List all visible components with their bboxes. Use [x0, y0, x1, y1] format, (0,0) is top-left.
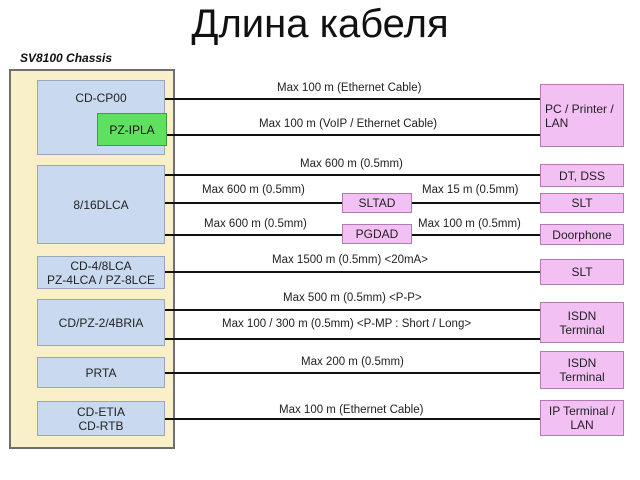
terminal-dt-dss: DT, DSS: [540, 164, 624, 187]
terminal-slt-2: SLT: [540, 259, 624, 285]
terminal-slt2-label: SLT: [571, 265, 593, 279]
label-ethernet-etia: Max 100 m (Ethernet Cable): [279, 404, 424, 416]
label-isdn-pmp: Max 100 / 300 m (0.5mm) <P-MP : Short / …: [222, 318, 472, 330]
label-sltad-600m: Max 600 m (0.5mm): [202, 184, 305, 196]
terminal-ip-line1: IP Terminal /: [548, 404, 616, 418]
cable-line-bria-isdn-pmp: [165, 338, 540, 340]
cable-line-lca-slt: [165, 271, 540, 273]
card-lca: CD-4/8LCA PZ-4LCA / PZ-8LCE: [37, 256, 165, 289]
terminal-isdn1-line1: ISDN: [567, 308, 597, 323]
terminal-isdn2-line2: Terminal: [559, 370, 605, 384]
cable-line-dlca-sltad: [165, 202, 342, 204]
cable-line-dlca-dtdss: [165, 174, 540, 176]
card-prta: PRTA: [37, 357, 165, 388]
card-pz-ipla: PZ-IPLA: [97, 113, 167, 146]
label-pgdad-600m: Max 600 m (0.5mm): [204, 218, 307, 230]
adapter-pgdad-label: PGDAD: [355, 227, 399, 241]
page-title: Длина кабеля: [191, 2, 449, 46]
terminal-ip-line2: LAN: [570, 418, 594, 432]
label-voip-ethernet: Max 100 m (VoIP / Ethernet Cable): [259, 118, 438, 130]
label-doorphone-100m: Max 100 m (0.5mm): [418, 218, 521, 230]
card-prta-label: PRTA: [85, 365, 117, 380]
adapter-sltad: SLTAD: [342, 193, 412, 213]
card-etia-line1: CD-ETIA: [77, 404, 125, 419]
adapter-pgdad: PGDAD: [342, 224, 412, 244]
terminal-doorphone-label: Doorphone: [552, 227, 612, 242]
card-lca-line1: CD-4/8LCA: [70, 258, 132, 273]
card-bria: CD/PZ-2/4BRIA: [37, 299, 165, 346]
card-dlca-label: 8/16DLCA: [73, 197, 129, 212]
terminal-ip-label: IP Terminal / LAN: [549, 404, 615, 432]
card-dlca: 8/16DLCA: [37, 165, 165, 244]
cable-line-pgdad-doorphone: [412, 234, 540, 236]
cable-line-sltad-slt: [412, 202, 540, 204]
card-etia-line2: CD-RTB: [78, 418, 124, 433]
terminal-isdn2-line1: ISDN: [567, 356, 597, 370]
cable-line-cp00-pc: [165, 98, 540, 100]
terminal-isdn2-label: ISDN Terminal: [559, 356, 604, 384]
card-cd-cp00-label: CD-CP00: [75, 91, 127, 105]
terminal-isdn1-line2: Terminal: [559, 322, 605, 337]
terminal-slt-1: SLT: [540, 193, 624, 213]
card-lca-line2: PZ-4LCA / PZ-8LCE: [46, 272, 156, 287]
card-pz-ipla-label: PZ-IPLA: [109, 122, 155, 137]
terminal-dtdss-label: DT, DSS: [558, 168, 605, 183]
cable-line-bria-isdn-pp: [165, 309, 540, 311]
terminal-slt1-label: SLT: [571, 196, 593, 210]
terminal-isdn-2: ISDN Terminal: [540, 351, 624, 389]
label-ethernet-cp00: Max 100 m (Ethernet Cable): [277, 82, 422, 94]
terminal-isdn-1: ISDN Terminal: [540, 302, 624, 343]
label-slt-1500m: Max 1500 m (0.5mm) <20mA>: [272, 254, 428, 266]
cable-line-pzipla-pc: [167, 134, 540, 136]
label-prta-200m: Max 200 m (0.5mm): [301, 356, 404, 368]
card-etia-label: CD-ETIA CD-RTB: [77, 405, 125, 433]
card-etia: CD-ETIA CD-RTB: [37, 401, 165, 436]
terminal-pc-line2: LAN: [545, 115, 569, 130]
label-isdn-pp: Max 500 m (0.5mm) <P-P>: [283, 292, 422, 304]
cable-line-etia-ip: [165, 418, 540, 420]
label-dt-600m: Max 600 m (0.5mm): [300, 158, 403, 170]
label-slt-15m: Max 15 m (0.5mm): [422, 184, 519, 196]
cable-line-prta-isdn: [165, 372, 540, 374]
terminal-pc-label: PC / Printer / LAN: [545, 102, 614, 130]
terminal-pc-printer-lan: PC / Printer / LAN: [540, 84, 624, 147]
terminal-ip-lan: IP Terminal / LAN: [540, 400, 624, 436]
card-lca-label: CD-4/8LCA PZ-4LCA / PZ-8LCE: [47, 259, 155, 287]
terminal-isdn1-label: ISDN Terminal: [559, 309, 604, 337]
adapter-sltad-label: SLTAD: [358, 196, 396, 210]
cable-line-dlca-pgdad: [165, 234, 342, 236]
chassis-label: SV8100 Chassis: [20, 51, 113, 65]
card-bria-label: CD/PZ-2/4BRIA: [58, 315, 144, 330]
terminal-pc-line1: PC / Printer /: [545, 101, 614, 116]
terminal-doorphone: Doorphone: [540, 224, 624, 245]
